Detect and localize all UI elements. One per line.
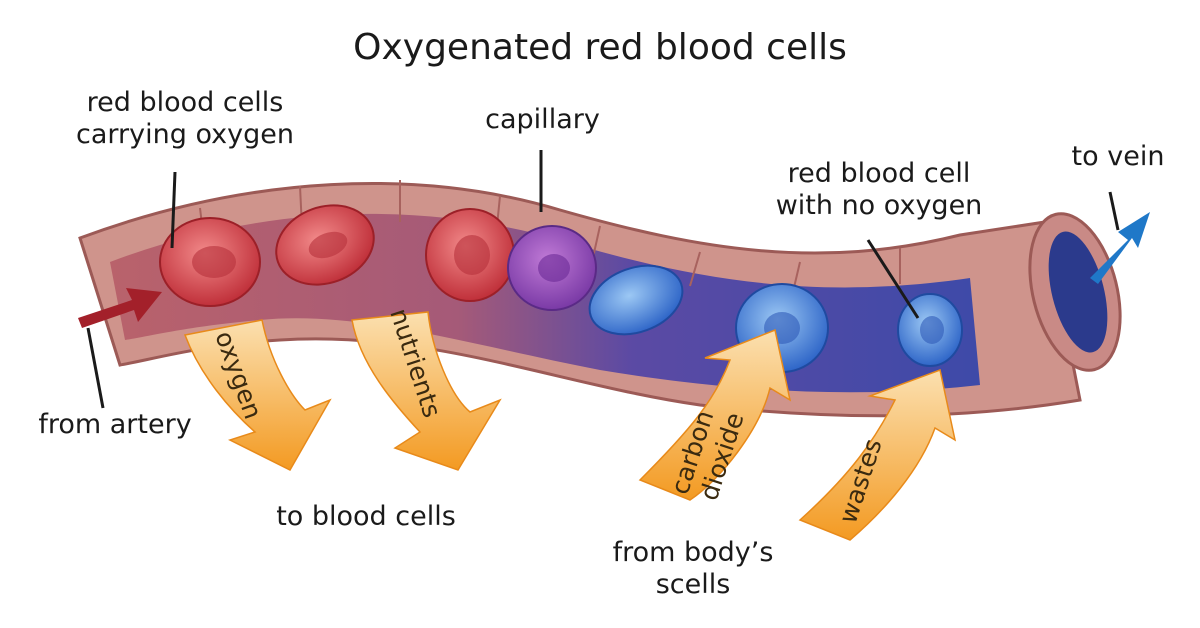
leader-lines [86, 150, 1120, 409]
diagram-title: Oxygenated red blood cells [353, 27, 847, 68]
label-rbc-no-oxygen: red blood cell with no oxygen [757, 158, 1001, 223]
vein-arrow [1090, 212, 1150, 284]
label-from-body-cells: from body’s scells [594, 537, 792, 602]
oxygenated-cells [159, 204, 515, 307]
transition-cell [507, 225, 597, 311]
label-to-blood-cells: to blood cells [276, 501, 456, 532]
label-to-vein: to vein [1071, 141, 1165, 172]
label-from-body-line1: from body’s [612, 537, 774, 568]
oxygen-arrow: oxygen [183, 319, 332, 471]
label-rbc-oxygen: red blood cells carrying oxygen [60, 87, 310, 152]
label-rbc-oxygen-line1: red blood cells [86, 87, 284, 118]
label-from-artery: from artery [38, 409, 192, 440]
label-capillary: capillary [485, 104, 600, 135]
label-rbc-no-oxygen-line1: red blood cell [787, 158, 971, 189]
label-rbc-oxygen-line2: carrying oxygen [76, 119, 294, 151]
label-from-body-line2: scells [655, 569, 731, 601]
deoxygenated-cells [588, 264, 963, 373]
artery-arrow [78, 288, 162, 328]
label-rbc-no-oxygen-line2: with no oxygen [775, 190, 983, 222]
nutrients-arrow: nutrients [351, 305, 502, 471]
